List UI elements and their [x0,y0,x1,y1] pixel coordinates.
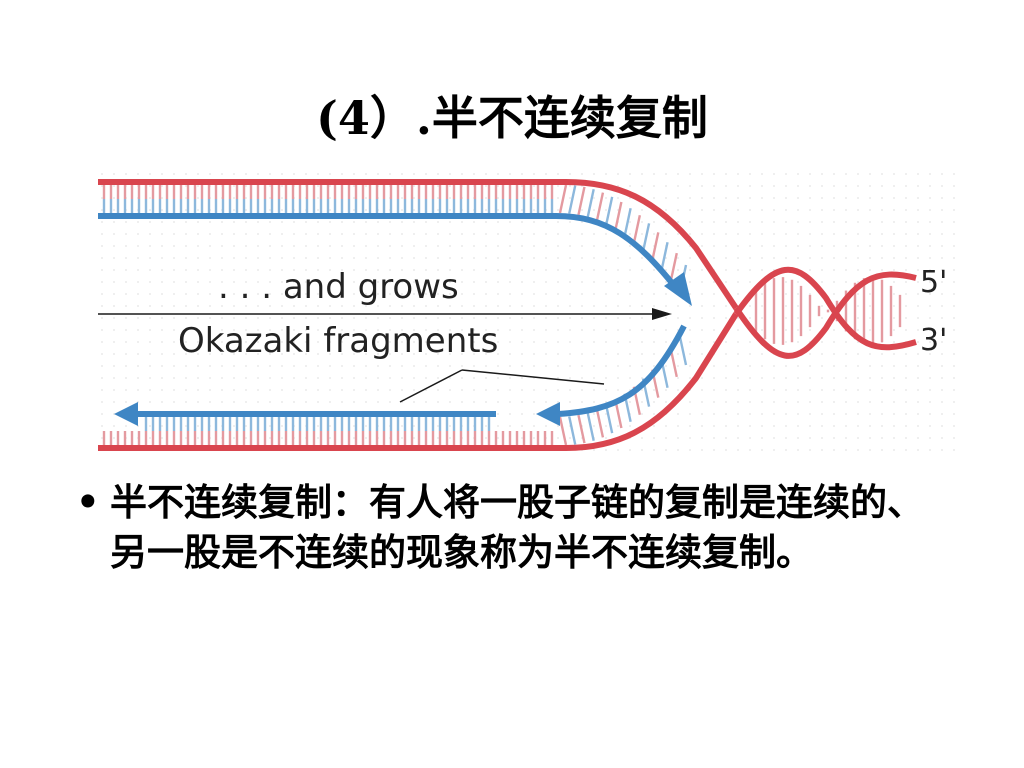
base-pair-rung [632,215,642,244]
base-pair-rung [568,416,577,445]
base-pair-rung [669,348,678,378]
base-pair-rung [558,184,568,214]
lower-okazaki-fragment-2 [557,324,687,417]
five-prime-label: 5' [920,265,947,300]
base-pair-rung [568,185,577,214]
okazaki-label: Okazaki fragments [178,321,498,361]
upper-leading-strand [98,213,679,290]
base-pair-rung [614,201,623,231]
slide-title: (4）.半不连续复制 [316,91,708,145]
base-pair-rung [678,336,688,366]
grows-label: . . . and grows [218,267,459,307]
upper-parent-strand [98,179,739,310]
bullet-text: 半不连续复制：有人将一股子链的复制是连续的、另一股是不连续的现象称为半不连续复制… [110,481,924,574]
base-pair-rung [604,404,614,434]
base-pair-rung [577,186,586,216]
three-prime-label: 3' [920,323,947,358]
okazaki-1-arrowhead [114,402,138,426]
base-pair-rung [577,414,586,444]
base-pair-rung [595,192,605,221]
base-pair-rung [651,232,660,261]
base-pair-rung [660,242,669,271]
base-pair-rung [595,409,605,438]
okazaki-2-arrowhead [536,402,560,426]
helix-strand-a [733,271,917,359]
replication-fork-diagram: . . . and grows Okazaki fragments 5' 3' [96,168,960,460]
base-pair-rung [558,416,568,446]
base-pair-rung [669,252,678,282]
okazaki-pointer-line-a [399,369,463,403]
base-pair-rung [623,207,632,237]
helix-strand-b [733,266,917,351]
base-pair-rung [604,196,614,226]
upper-leading-arrowhead [664,272,692,306]
bullet-list: • 半不连续复制：有人将一股子链的复制是连续的、另一股是不连续的现象称为半不连续… [76,478,956,578]
upper-rungs [102,184,688,294]
helix-rungs [754,277,902,345]
okazaki-pointer-line-b [461,369,605,385]
grows-arrowhead [652,308,672,320]
base-pair-rung [586,189,595,218]
base-pair-rung [641,223,651,252]
lower-parent-strand [98,312,739,451]
base-pair-rung [586,412,595,441]
bullet-marker: • [76,481,100,524]
